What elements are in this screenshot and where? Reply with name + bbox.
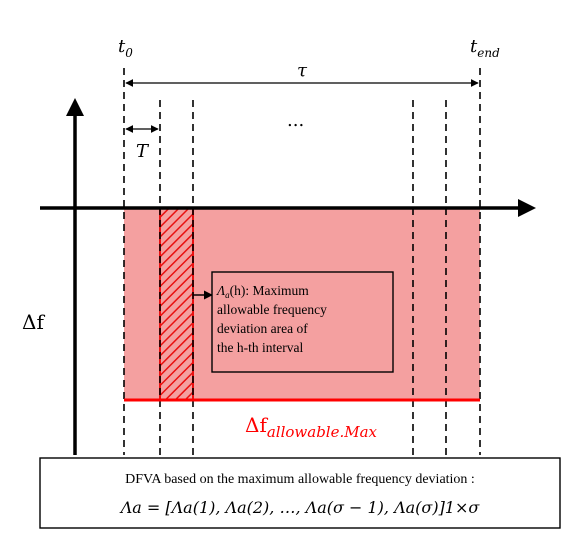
ellipsis-label: ...	[287, 110, 304, 131]
callout-line1: Λa(h): Maximum	[215, 283, 309, 300]
t0-label: t0	[118, 36, 133, 60]
delta-f-label: Δf	[22, 310, 45, 334]
allowable-max-label: Δfallowable.Max	[245, 413, 378, 441]
tend-label: tend	[470, 36, 500, 60]
callout-box	[211, 271, 394, 373]
time-axis-arrowhead	[518, 199, 536, 217]
delta-f-axis-arrowhead	[66, 98, 84, 116]
callout-line4: the h-th interval	[217, 340, 303, 355]
dfva-formula-box	[39, 457, 561, 529]
T-label: T	[136, 141, 150, 162]
interval-dashed-lines	[123, 68, 481, 455]
dfva-formula: Λa = [Λa(1), Λa(2), …, Λa(σ − 1), Λa(σ)]…	[119, 498, 481, 517]
tau-label: τ	[297, 60, 308, 81]
dfva-description: DFVA based on the maximum allowable freq…	[125, 472, 475, 487]
callout-line3: deviation area of	[217, 321, 308, 336]
hth-interval-hatched	[159, 207, 194, 401]
callout-line2: allowable frequency	[217, 302, 327, 317]
